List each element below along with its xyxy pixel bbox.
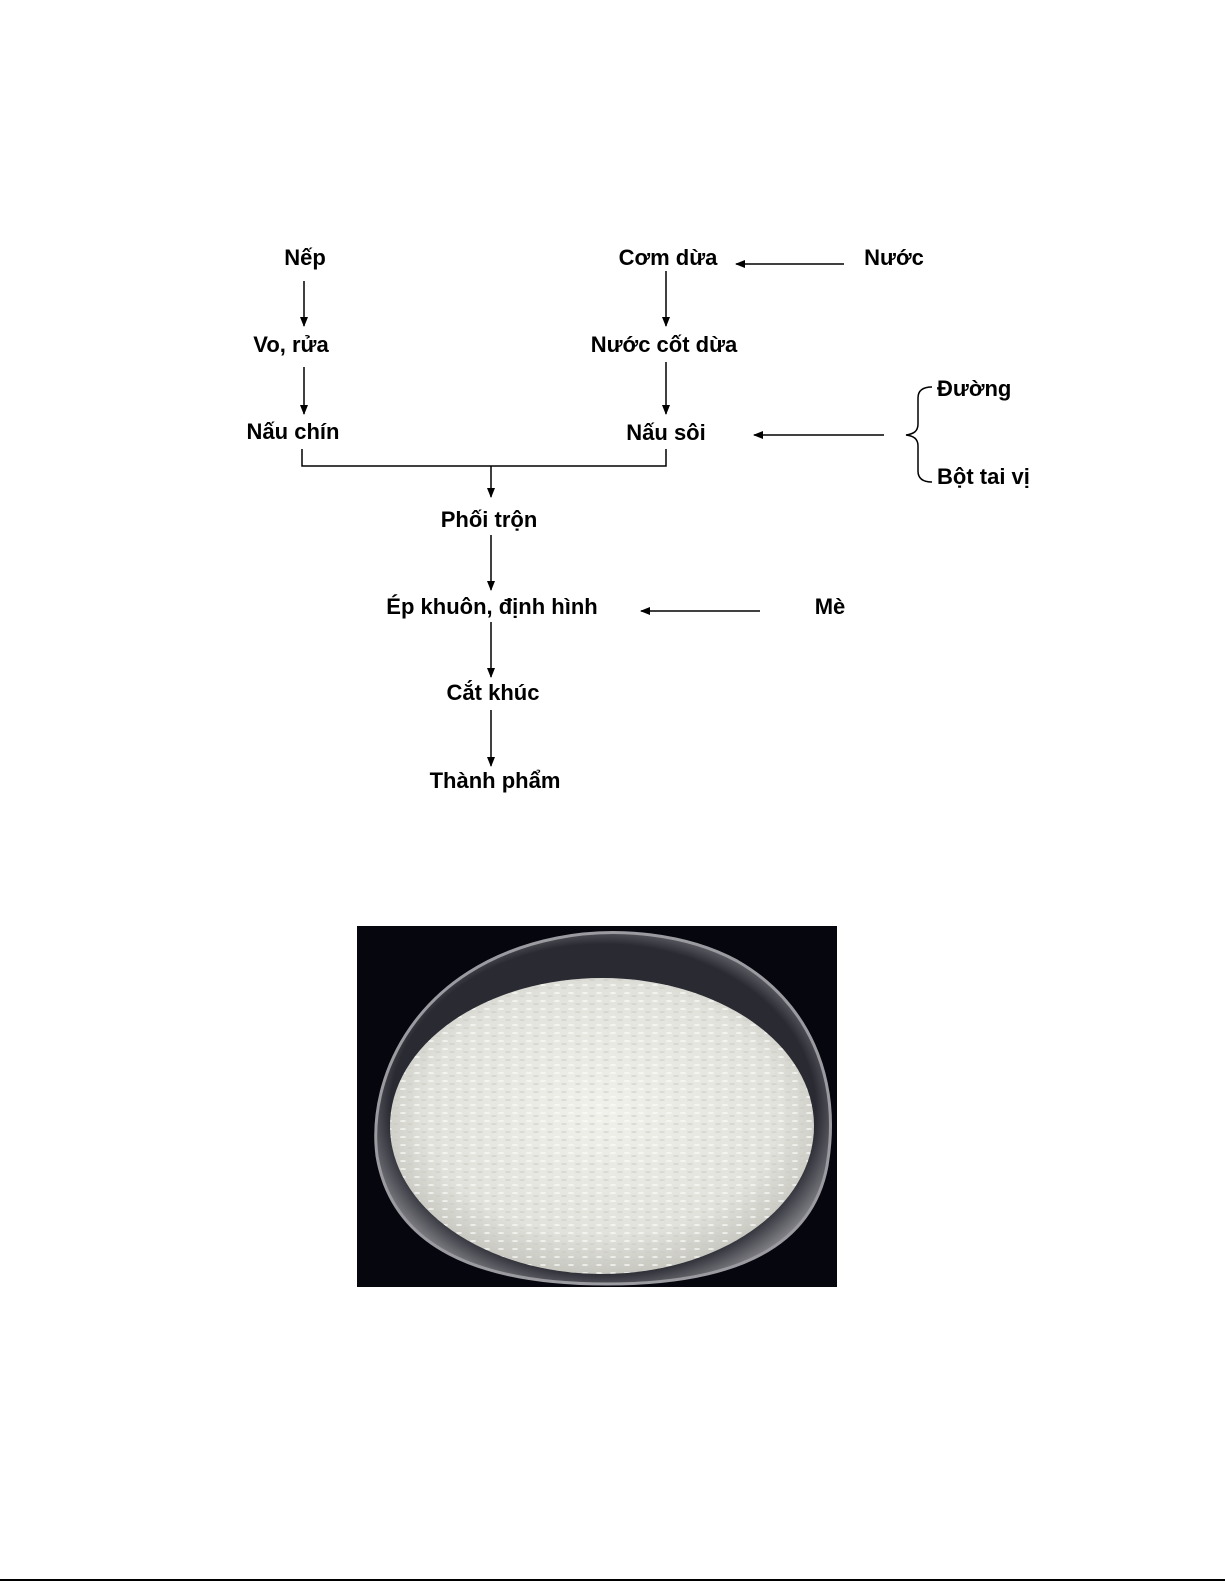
node-duong: Đường (937, 376, 1011, 401)
node-ep-khuon: Ép khuôn, định hình (386, 594, 597, 619)
node-nuoc: Nước (864, 245, 924, 270)
node-cat-khuc: Cắt khúc (447, 680, 540, 705)
node-nuoc-cot-dua: Nước cốt dừa (591, 332, 738, 357)
node-phoi-tron: Phối trộn (441, 507, 538, 532)
node-vo-rua: Vo, rửa (253, 332, 329, 357)
brace-additives (906, 387, 932, 482)
node-bot-tai-vi: Bột tai vị (937, 464, 1030, 489)
node-nau-soi: Nấu sôi (626, 420, 705, 445)
merge-connector (302, 449, 666, 466)
node-me: Mè (815, 594, 846, 619)
page-bottom-rule (0, 1579, 1225, 1581)
rice-bowl-photo (357, 926, 837, 1287)
process-flowchart: Nếp Vo, rửa Nấu chín Cơm dừa Nước Nước c… (0, 0, 1225, 860)
node-nep: Nếp (284, 245, 326, 270)
node-nau-chin: Nấu chín (247, 419, 340, 444)
node-thanh-pham: Thành phẩm (430, 768, 561, 793)
node-com-dua: Cơm dừa (619, 245, 719, 270)
